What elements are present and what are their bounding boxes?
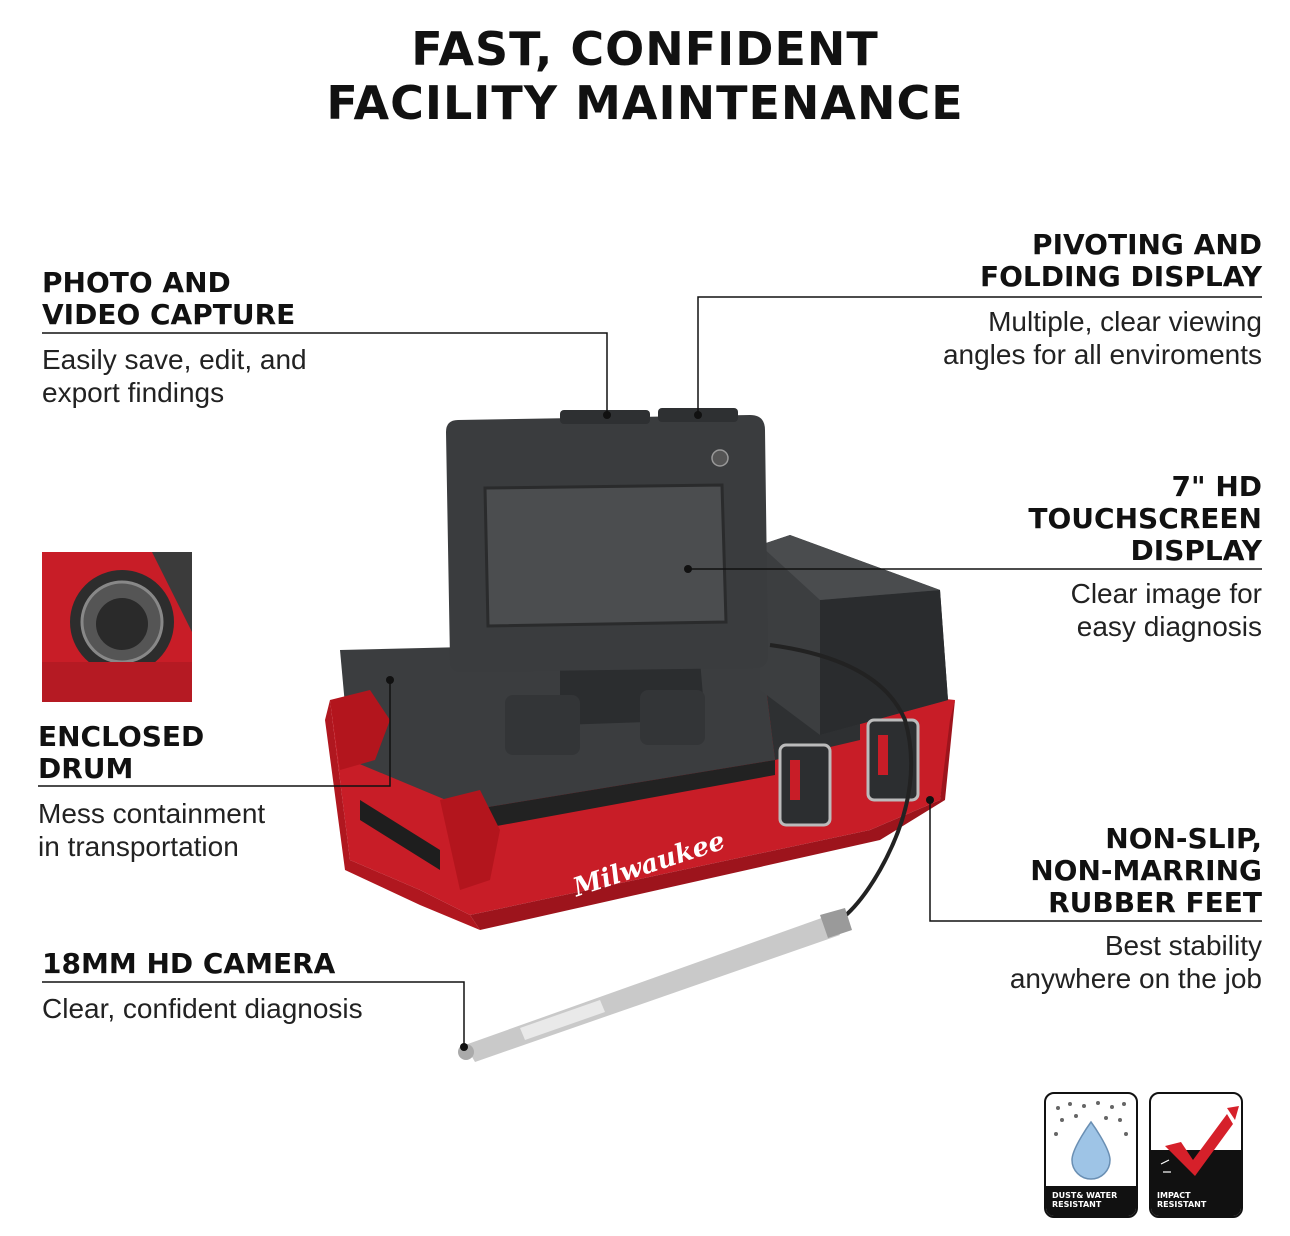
badge-impact: IMPACT RESISTANT <box>1149 1092 1243 1218</box>
feature-rubber-feet: NON-SLIP, NON-MARRING RUBBER FEET Best s… <box>1010 823 1262 995</box>
feature-pivoting-desc: Multiple, clear viewing angles for all e… <box>942 306 1262 370</box>
page-title: FAST, CONFIDENT FACILITY MAINTENANCE <box>0 22 1290 130</box>
badge-dust-water-label: DUST& WATER RESISTANT <box>1046 1186 1136 1216</box>
feature-photo-video-heading: PHOTO AND VIDEO CAPTURE <box>42 266 296 331</box>
feature-drum-desc: Mess containment in transportation <box>38 798 266 862</box>
title-line-1: FAST, CONFIDENT <box>411 22 879 76</box>
badge-impact-label: IMPACT RESISTANT <box>1151 1186 1241 1216</box>
drum-inset-image <box>42 552 192 702</box>
feature-feet-desc: Best stability anywhere on the job <box>1009 930 1262 994</box>
badge-dust-water: DUST& WATER RESISTANT <box>1044 1092 1138 1218</box>
feature-camera-desc: Clear, confident diagnosis <box>42 993 363 1024</box>
feature-photo-video: PHOTO AND VIDEO CAPTURE Easily save, edi… <box>42 267 307 409</box>
feature-pivoting-display: PIVOTING AND FOLDING DISPLAY Multiple, c… <box>943 229 1262 371</box>
feature-touchscreen: 7" HD TOUCHSCREEN DISPLAY Clear image fo… <box>1028 471 1262 643</box>
feature-camera: 18MM HD CAMERA Clear, confident diagnosi… <box>42 948 363 1025</box>
title-line-2: FACILITY MAINTENANCE <box>326 76 964 130</box>
latches <box>778 718 920 827</box>
water-drop-icon <box>1054 1101 1128 1180</box>
feature-feet-heading: NON-SLIP, NON-MARRING RUBBER FEET <box>1030 822 1262 919</box>
feature-drum-heading: ENCLOSED DRUM <box>38 720 205 785</box>
camera-probe <box>458 908 852 1062</box>
checkmark-impact-icon <box>1151 1106 1241 1186</box>
feature-photo-video-desc: Easily save, edit, and export findings <box>42 344 307 408</box>
battery-module <box>760 535 948 735</box>
display-mount <box>505 660 705 755</box>
feature-camera-heading: 18MM HD CAMERA <box>42 947 336 980</box>
feature-touchscreen-heading: 7" HD TOUCHSCREEN DISPLAY <box>1028 470 1262 567</box>
feature-enclosed-drum: ENCLOSED DRUM Mess containment in transp… <box>38 721 265 863</box>
feature-pivoting-heading: PIVOTING AND FOLDING DISPLAY <box>979 228 1262 293</box>
camera-cable <box>769 643 914 922</box>
feature-touchscreen-desc: Clear image for easy diagnosis <box>1070 578 1262 642</box>
tablet-display <box>446 408 768 672</box>
